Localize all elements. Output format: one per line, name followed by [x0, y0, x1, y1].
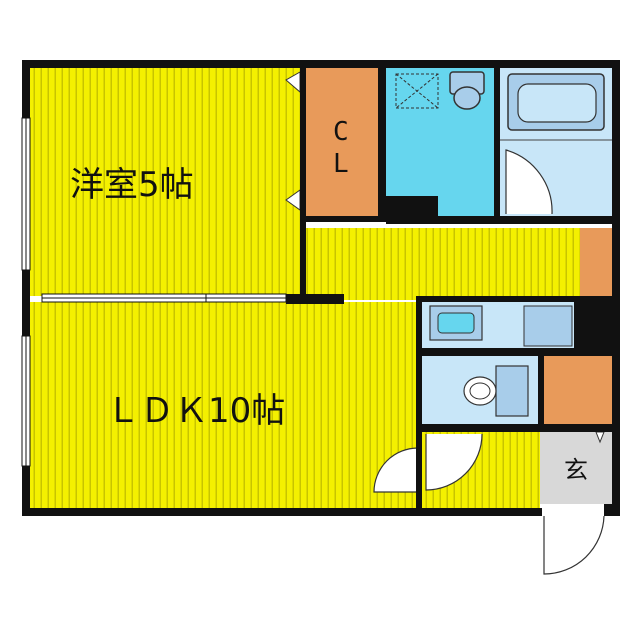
closet-label-c: C [333, 117, 349, 147]
bathroom-door-icon [505, 149, 553, 215]
window-left-lower [21, 335, 31, 467]
entrance-door-icon [543, 515, 605, 575]
shoe-storage [544, 356, 612, 424]
ldk-label: ＬＤＫ10帖 [106, 391, 285, 431]
toilet-fixture-icon [449, 71, 485, 110]
closet-label-l: L [333, 149, 349, 179]
vent-hatch-icon [395, 73, 439, 109]
corridor-door-icon [425, 433, 483, 491]
walls [22, 60, 620, 516]
hallway-storage [580, 228, 612, 296]
entrance-label: 玄 [564, 456, 588, 484]
toilet-icon [463, 365, 529, 417]
ldk-door-icon [373, 447, 419, 493]
western-room-floor [30, 68, 300, 296]
bathtub-icon [507, 73, 605, 131]
western-room-label: 洋室5帖 [70, 165, 194, 205]
window-left-upper [21, 117, 31, 271]
sliding-door [41, 293, 287, 303]
washbasin-icon [429, 305, 573, 347]
closet [306, 68, 378, 216]
ldk-floor [30, 302, 416, 508]
hallway-floor [306, 228, 580, 300]
entrance [540, 432, 612, 504]
